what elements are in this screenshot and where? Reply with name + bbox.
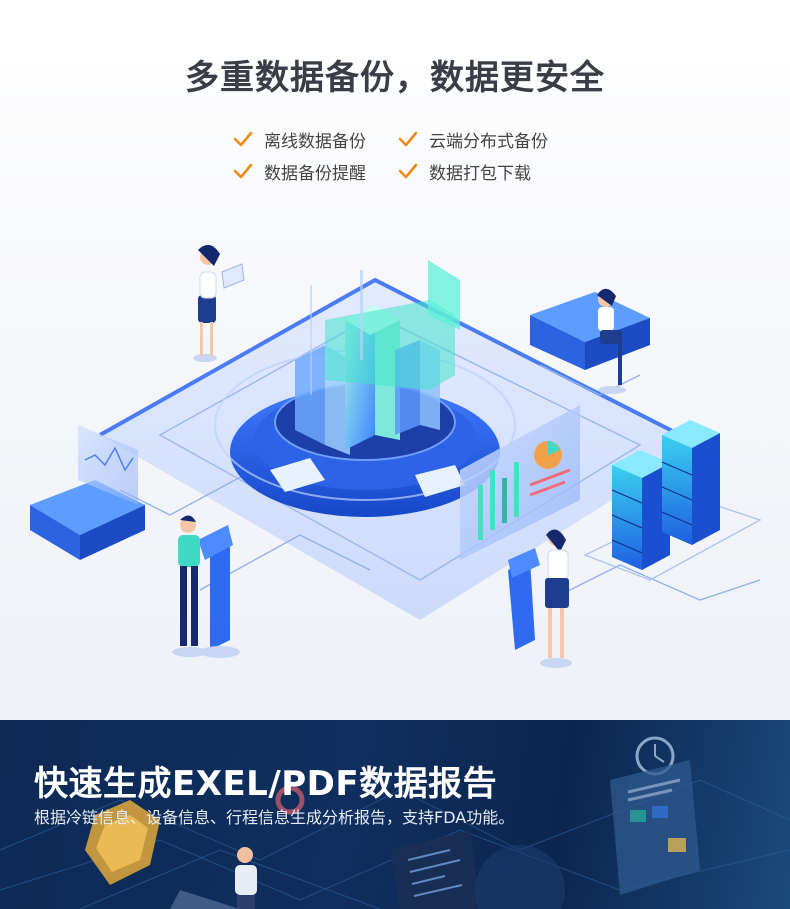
gear-icon	[275, 785, 305, 815]
gauge-icon	[475, 845, 565, 909]
backup-section: 多重数据备份，数据更安全 离线数据备份 云端分布式备份 数据备份提醒 数据打包下…	[0, 0, 790, 720]
monitor-icon	[390, 830, 480, 909]
person-kiosk-right	[540, 529, 572, 668]
feature-item: 数据备份提醒	[232, 160, 397, 184]
shield-icon	[85, 800, 160, 885]
holo-screen	[325, 300, 455, 390]
disc-card	[270, 458, 325, 492]
feature-label: 数据打包下载	[429, 163, 531, 184]
report-document-icon	[610, 760, 700, 895]
server-racks	[611, 420, 720, 570]
disc-card	[415, 465, 465, 497]
person-figure	[235, 847, 257, 909]
left-kiosk	[198, 525, 240, 658]
feature-label: 离线数据备份	[264, 131, 366, 152]
feature-item: 离线数据备份	[232, 128, 397, 152]
check-icon	[233, 163, 253, 179]
feature-item: 数据打包下载	[397, 160, 557, 184]
check-icon	[398, 131, 418, 147]
chart-panel	[460, 405, 580, 560]
banner-subtitle: 根据冷链信息、设备信息、行程信息生成分析报告，支持FDA功能。	[34, 808, 515, 827]
person-kiosk-left	[172, 515, 208, 657]
feature-list: 离线数据备份 云端分布式备份 数据备份提醒 数据打包下载	[232, 128, 557, 184]
feature-label: 云端分布式备份	[429, 131, 548, 152]
right-top-device	[530, 292, 650, 370]
report-banner: 快速生成EXEL/PDF数据报告 根据冷链信息、设备信息、行程信息生成分析报告，…	[0, 720, 790, 909]
check-icon	[398, 163, 418, 179]
banner-background-art	[0, 736, 790, 909]
check-icon	[233, 131, 253, 147]
feature-label: 数据备份提醒	[264, 163, 366, 184]
section-title: 多重数据备份，数据更安全	[185, 58, 605, 98]
data-center-illustration	[30, 244, 762, 668]
right-kiosk	[508, 548, 540, 650]
feature-item: 云端分布式备份	[397, 128, 557, 152]
holo-panel	[428, 260, 460, 330]
person-seated	[597, 288, 626, 394]
person-tablet	[193, 244, 245, 362]
banner-title: 快速生成EXEL/PDF数据报告	[34, 764, 498, 804]
left-device	[30, 425, 145, 560]
